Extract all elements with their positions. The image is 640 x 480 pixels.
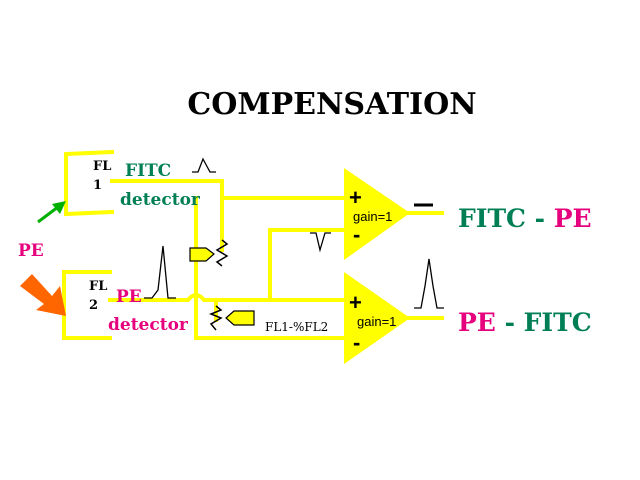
bottom-amp-minus-sign: - [353,330,360,355]
green-light-arrow [37,201,66,224]
bottom-amp-plus-sign: + [349,290,362,315]
top-output-separator: - [526,204,554,233]
fitc-dye-label: FITC [125,161,171,181]
output-pulse-icon [414,258,444,309]
bottom-output-label: PE - FITC [458,308,592,337]
bottom-amp-input-label: FL1-%FL2 [265,320,328,334]
fl2-detector-bracket [62,270,112,340]
fl1-potentiometer[interactable] [189,239,229,267]
fl2-label: FL [89,279,107,294]
orange-light-arrow [20,274,66,316]
inverted-pulse-icon [310,232,331,253]
pe-pulse-icon [144,245,176,299]
fl1-number: 1 [93,178,102,193]
fl2-potentiometer[interactable] [208,305,255,331]
pulse-icons [144,157,444,309]
bottom-output-pe: PE [458,308,496,337]
top-amp-plus-sign: + [349,185,362,210]
fl2-number: 2 [89,298,98,313]
bottom-output-fitc: FITC [524,308,592,337]
pe-source-label: PE [18,241,44,261]
fl2-detector-label: detector [108,315,189,335]
top-amp-minus-sign: - [353,222,360,247]
top-amplifier [344,168,410,260]
fl1-detector-label: detector [120,190,201,210]
top-output-pe: PE [554,204,592,233]
fl1-detector-bracket [64,149,115,217]
top-output-fitc: FITC [458,204,526,233]
fl1-pot-wiper-arrow [189,247,215,262]
pe-dye-label: PE [116,287,142,307]
fl2-pot-wiper-arrow [225,310,255,326]
bottom-amplifier [344,272,410,364]
diagram-title: COMPENSATION [187,87,476,122]
fitc-pulse-icon [192,157,216,173]
fl1-label: FL [93,159,111,174]
top-amp-gain: gain=1 [353,209,392,224]
fl2-output-wire [108,293,347,302]
top-output-label: FITC - PE [458,204,592,233]
bottom-amp-gain: gain=1 [357,314,396,329]
bottom-output-separator: - [496,308,524,337]
